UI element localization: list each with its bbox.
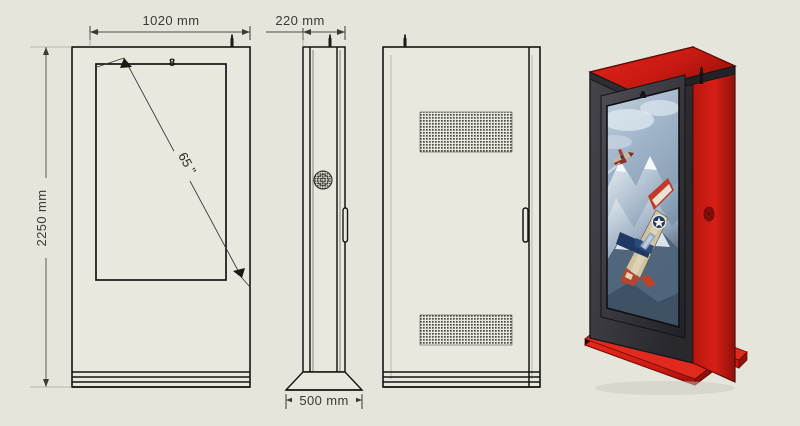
depth-dimension-label: 220 mm [275, 13, 324, 28]
width-dimension-label: 1020 mm [143, 13, 200, 28]
star-insignia [651, 214, 667, 230]
screen-diagonal-label-group: 65 " [171, 144, 203, 183]
speaker-grille [313, 170, 333, 190]
dimension-width: 1020 mm [89, 12, 251, 47]
door-handle-side[interactable] [342, 207, 349, 243]
front-screen-frame [95, 63, 227, 281]
door-handle-rear[interactable] [522, 207, 529, 243]
plane-far [612, 149, 634, 166]
front-base-plinth [72, 371, 250, 388]
base-width-dimension-label: 500 mm [299, 393, 348, 408]
diagonal-arrow-bottom [233, 268, 245, 278]
render-antenna [699, 66, 704, 84]
diagonal-arrow-top [120, 58, 132, 68]
plane-main [616, 178, 674, 288]
dimension-depth: 220 mm [266, 12, 346, 47]
rear-view [382, 34, 541, 388]
height-dimension-label: 2250 mm [34, 190, 49, 247]
render-speaker-grille [703, 206, 715, 222]
dimension-base-width: 500 mm [285, 392, 363, 409]
vent-bottom [419, 314, 513, 346]
rear-base-plinth [383, 371, 540, 388]
side-view [284, 34, 364, 391]
antenna-rear [403, 34, 407, 47]
antenna-side [328, 34, 332, 47]
front-view [71, 34, 251, 388]
antenna [230, 34, 234, 47]
top-marker-label: 8 [169, 57, 175, 69]
isometric-render [583, 46, 748, 395]
render-screen [606, 86, 680, 329]
vent-top [419, 111, 513, 153]
render-shadow [595, 381, 735, 395]
dimension-height: 2250 mm [30, 46, 72, 388]
